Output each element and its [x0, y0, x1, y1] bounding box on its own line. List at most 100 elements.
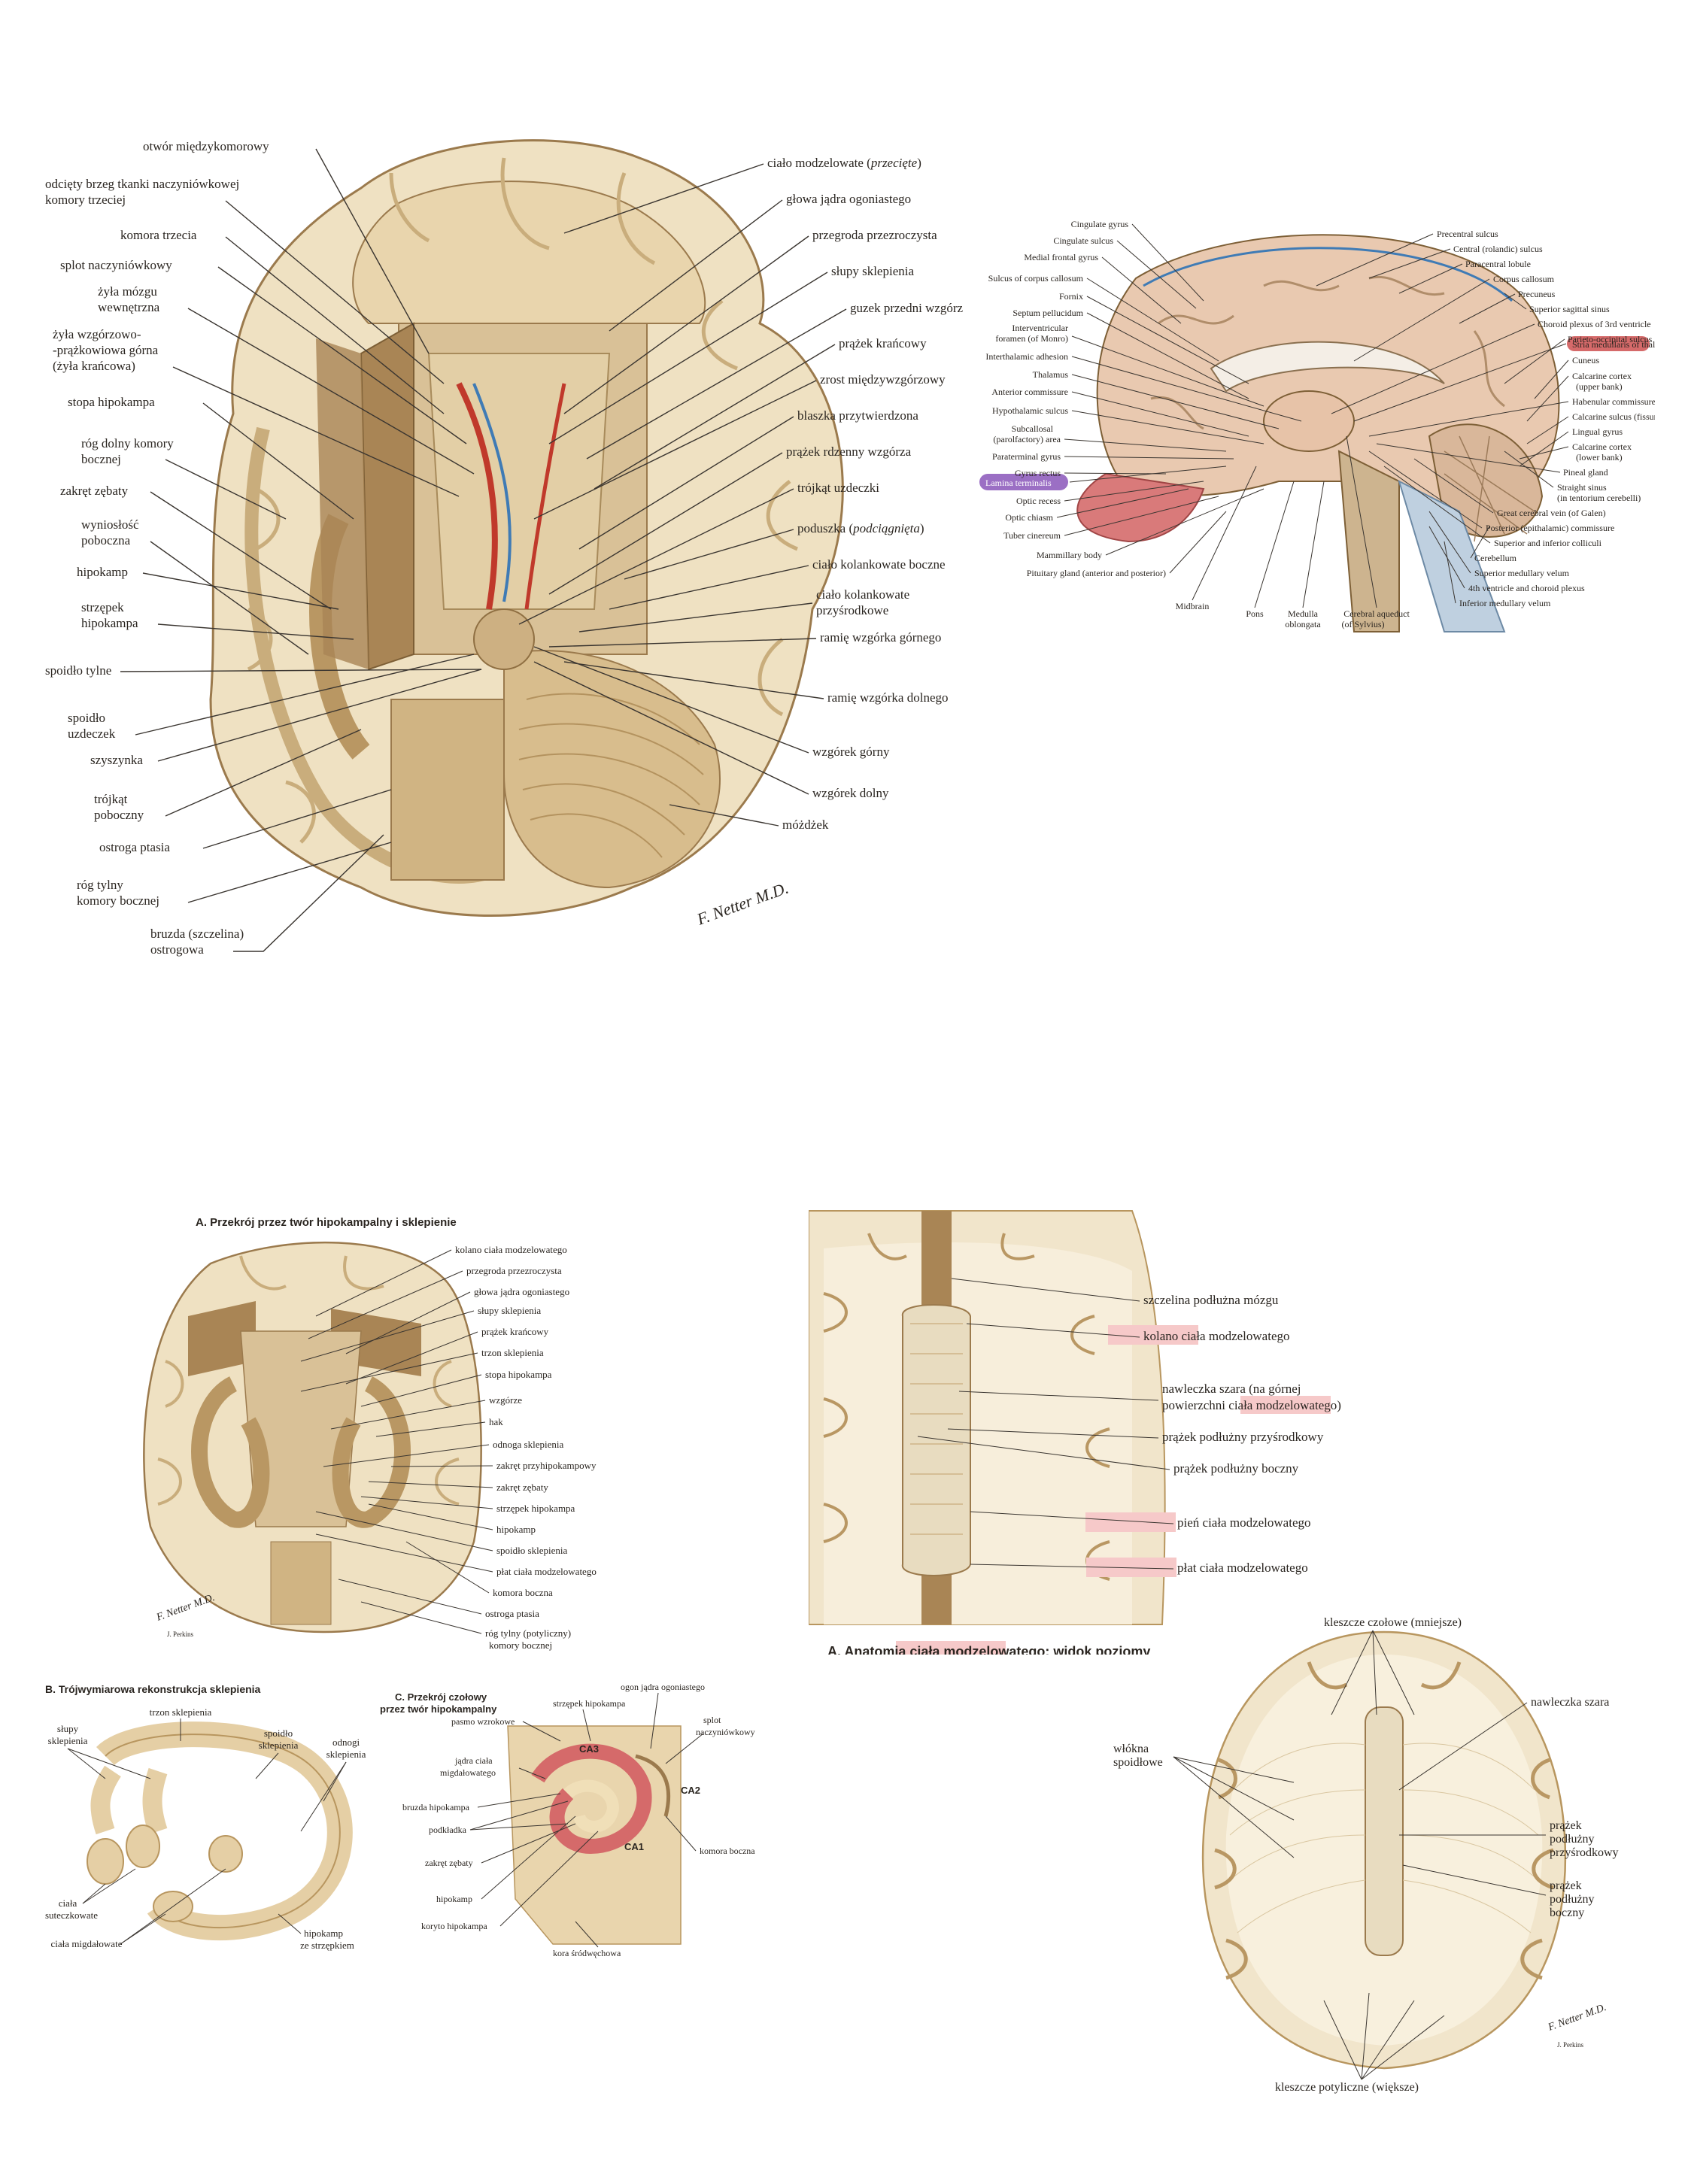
- label-kleszcze-potyliczne: kleszcze potyliczne (większe): [1275, 2081, 1419, 2094]
- label-wlokna: włókna: [1113, 1743, 1149, 1755]
- callosum-labels: szczelina podłużna mózgu kolano ciała mo…: [1143, 1293, 1341, 1575]
- label-prazek-rdzenny: prążek rdzenny wzgórza: [786, 444, 912, 459]
- fornix-illustration: [87, 1721, 353, 1941]
- panel-fornix-reconstruction: B. Trójwymiarowa rekonstrukcja sklepieni…: [45, 1683, 366, 1951]
- label-splot: splot: [703, 1715, 721, 1725]
- label-prazkowiowa-gorna: -prążkowiowa górna: [53, 343, 159, 357]
- highlight-stria-medullaris: [1567, 336, 1650, 351]
- left-labels: Cingulate gyrus Cingulate sulcus Medial …: [985, 219, 1166, 578]
- label-poboczna: poboczna: [81, 533, 131, 548]
- label-bruzda: bruzda hipokampa: [402, 1802, 470, 1812]
- label-trzon: trzon sklepienia: [481, 1347, 544, 1358]
- label-cialo-modzelowate: ciało modzelowate (przecięte): [767, 156, 921, 170]
- panel-midsagittal: Cingulate gyrus Cingulate sulcus Medial …: [979, 219, 1655, 632]
- label-slupy-sklepienia: sklepienia: [48, 1735, 88, 1746]
- callosal-fibers-illustration: [1201, 1630, 1567, 2070]
- label-superior-medullary-velum: Superior medullary velum: [1474, 568, 1570, 578]
- label-optic-recess: Optic recess: [1016, 496, 1061, 506]
- label-choroid-plexus-3rd: Choroid plexus of 3rd ventricle: [1538, 319, 1651, 329]
- label-prazek-krancowy: prążek krańcowy: [481, 1326, 549, 1337]
- label-parolfactory-area: (parolfactory) area: [993, 434, 1061, 444]
- bottom-labels: Midbrain Pons Medulla oblongata Cerebral…: [1176, 601, 1410, 629]
- label-subcallosal: Subcallosal: [1012, 423, 1054, 434]
- label-hipokamp: hipokamp: [77, 565, 128, 579]
- label-straight-sinus: Straight sinus: [1557, 482, 1607, 493]
- label-guzek-przedni: guzek przedni wzgórza: [850, 301, 963, 315]
- label-4th-ventricle: 4th ventricle and choroid plexus: [1468, 583, 1585, 593]
- label-podkladka: podkładka: [429, 1825, 467, 1835]
- label-kolano: kolano ciała modzelowatego: [1143, 1329, 1290, 1343]
- label-foramen-monro: foramen (of Monro): [995, 333, 1068, 344]
- brain-dissection-illustration: [209, 139, 844, 917]
- label-przysrodkowy: przyśrodkowy: [1550, 1846, 1619, 1859]
- highlight-nawleczka: [1240, 1396, 1331, 1414]
- label-ca2: CA2: [681, 1785, 700, 1796]
- label-superior-sagittal-sinus: Superior sagittal sinus: [1529, 304, 1610, 314]
- label-parieto-occipital-sulcus: Parieto-occipital sulcus: [1568, 334, 1653, 344]
- label-posterior-commissure: Posterior (epithalamic) commissure: [1486, 523, 1614, 533]
- label-suteczkowate: suteczkowate: [45, 1909, 98, 1921]
- left-leader-lines: [120, 148, 482, 952]
- label-ciala: ciała: [59, 1897, 77, 1909]
- label-stopa-hipokampa: stopa hipokampa: [68, 395, 155, 409]
- label-midbrain: Midbrain: [1176, 601, 1210, 611]
- right-labels: kolano ciała modzelowatego przegroda prz…: [455, 1244, 597, 1651]
- label-kleszcze-czolowe: kleszcze czołowe (mniejsze): [1324, 1616, 1462, 1629]
- callosum-illustration: [809, 1210, 1166, 1625]
- label-hipokamp: hipokamp: [436, 1894, 472, 1904]
- coronal-region-labels: CA3 CA2 CA1: [579, 1743, 700, 1852]
- label-kora-srodwechowa: kora śródwęchowa: [553, 1948, 621, 1958]
- fornix-labels: trzon sklepienia słupy sklepienia spoidł…: [45, 1706, 366, 1951]
- label-zakret-zebaty: zakręt zębaty: [425, 1858, 473, 1868]
- label-mammillary-body: Mammillary body: [1037, 550, 1102, 560]
- label-spoidlo-sklepienia: sklepienia: [259, 1740, 299, 1751]
- label-plat: płat ciała modzelowatego: [1177, 1561, 1308, 1575]
- callosal-fibers-labels: kleszcze czołowe (mniejsze) nawleczka sz…: [1113, 1616, 1619, 2094]
- label-mozdzek: móżdżek: [782, 817, 829, 832]
- label-komory-bocznej: komory bocznej: [489, 1640, 552, 1651]
- label-wzgorek-gorny: wzgórek górny: [812, 745, 890, 759]
- label-jadra-ciala: jądra ciała: [454, 1755, 493, 1766]
- label-zyla-mozgu: żyła mózgu: [98, 284, 157, 299]
- label-rog-tylny: róg tylny: [77, 878, 123, 892]
- coronal-leader-lines: [469, 1692, 704, 1948]
- label-of-sylvius: (of Sylvius): [1342, 619, 1385, 629]
- perkins-signature: J. Perkins: [1557, 2041, 1584, 2049]
- label-interthalamic-adhesion: Interthalamic adhesion: [985, 351, 1068, 362]
- label-pituitary-gland: Pituitary gland (anterior and posterior): [1027, 568, 1166, 578]
- label-slupy: słupy: [57, 1723, 79, 1734]
- panel5-title-line2: przez twór hipokampalny: [380, 1703, 497, 1715]
- label-komory-trzeciej: komory trzeciej: [45, 193, 126, 207]
- label-prazek-krancowy: prążek krańcowy: [839, 336, 927, 350]
- label-odnogi: odnogi: [332, 1737, 360, 1748]
- label-thalamus: Thalamus: [1033, 369, 1069, 380]
- label-precentral-sulcus: Precentral sulcus: [1437, 229, 1498, 239]
- panel-coronal-hippocampus: C. Przekrój czołowy przez twór hipokampa…: [380, 1682, 755, 1958]
- label-odciety-brzeg: odcięty brzeg tkanki naczyniówkowej: [45, 177, 239, 191]
- label-migdalowatego: migdałowatego: [440, 1767, 496, 1778]
- label-ostroga-ptasia: ostroga ptasia: [99, 840, 170, 854]
- label-cerebellum: Cerebellum: [1474, 553, 1517, 563]
- label-ogon-jadra: ogon jądra ogoniastego: [621, 1682, 705, 1692]
- panel-hippocampal-section: A. Przekrój przez twór hipokampalny i sk…: [143, 1216, 597, 1651]
- label-prazek-przysrodkowy: prążek podłużny przyśrodkowy: [1162, 1430, 1324, 1444]
- label-ramie-gornego: ramię wzgórka górnego: [820, 630, 941, 645]
- label-pasmo-wzrokowe: pasmo wzrokowe: [451, 1716, 515, 1727]
- bottom-leader-lines: [1192, 435, 1377, 608]
- label-splot-naczyniowkowy: splot naczyniówkowy: [60, 258, 172, 272]
- label-oblongata: oblongata: [1285, 619, 1321, 629]
- panel3-title: A. Przekrój przez twór hipokampalny i sk…: [196, 1216, 457, 1229]
- label-podluzny-2: podłużny: [1550, 1893, 1595, 1906]
- label-podluzny-1: podłużny: [1550, 1833, 1595, 1846]
- label-glowa-jadra: głowa jądra ogoniastego: [474, 1286, 569, 1297]
- label-strzepek: strzępek hipokampa: [553, 1698, 626, 1709]
- netter-signature: F. Netter M.D.: [694, 878, 791, 929]
- label-uzdeczek: uzdeczek: [68, 726, 116, 741]
- label-komora-boczna: komora boczna: [700, 1846, 755, 1856]
- panel-callosal-fibers: kleszcze czołowe (mniejsze) nawleczka sz…: [1113, 1616, 1619, 2094]
- callosum-leader-lines: [917, 1278, 1174, 1570]
- panel-ventricles-dissection: otwór międzykomorowy odcięty brzeg tkank…: [45, 139, 963, 957]
- label-szyszynka: szyszynka: [90, 753, 143, 767]
- label-fornix: Fornix: [1059, 291, 1083, 302]
- label-ostrogowa: ostrogowa: [150, 942, 204, 957]
